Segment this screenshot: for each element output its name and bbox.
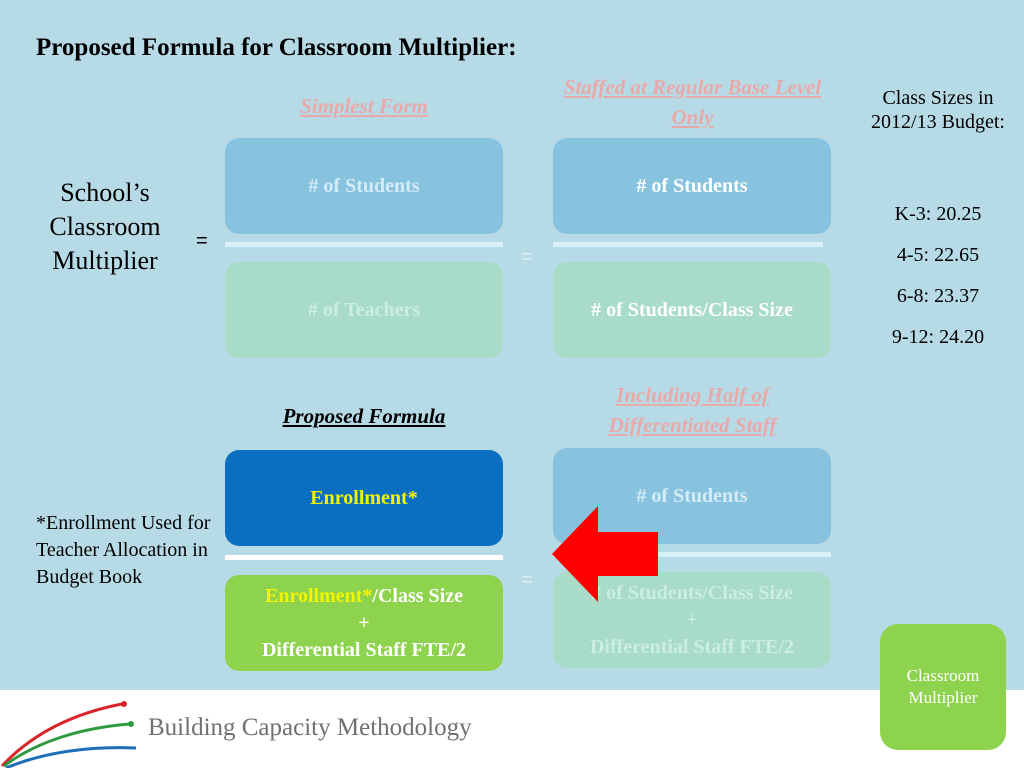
- red-left-arrow-icon: [552, 506, 658, 602]
- staffed-fraction-bar: [553, 242, 823, 247]
- proposed-denominator-class-size: /Class Size: [372, 584, 463, 607]
- slide-title: Proposed Formula for Classroom Multiplie…: [36, 34, 517, 61]
- staffed-numerator-box: # of Students: [553, 138, 831, 234]
- schools-classroom-multiplier-label: School’s Classroom Multiplier: [49, 178, 161, 275]
- including-numerator-text: # of Students: [636, 484, 748, 507]
- class-size-4-5: 4-5: 22.65: [896, 244, 980, 266]
- swoosh-logo-icon: [0, 701, 137, 768]
- simplest-form-heading: Simplest Form: [300, 94, 428, 118]
- proposed-denominator-plus: +: [358, 611, 370, 634]
- staffed-numerator-text: # of Students: [636, 174, 748, 197]
- including-denominator-line1: # of Students/Class Size: [591, 581, 793, 604]
- equals-sign-main: =: [196, 230, 208, 252]
- enrollment-footnote: *Enrollment Used for Teacher Allocation …: [36, 512, 211, 588]
- simplest-fraction-bar: [225, 242, 503, 247]
- equals-sign-including: =: [521, 569, 533, 591]
- including-numerator-box: # of Students: [553, 448, 831, 544]
- staffed-denominator-text: # of Students/Class Size: [591, 298, 793, 321]
- proposed-numerator-text: Enrollment*: [310, 486, 418, 509]
- class-size-9-12: 9-12: 24.20: [891, 326, 985, 348]
- proposed-fraction-bar: [225, 555, 503, 560]
- footer-title: Building Capacity Methodology: [148, 714, 472, 741]
- proposed-denominator-line2: Differential Staff FTE/2: [261, 638, 467, 661]
- simplest-numerator-box: # of Students: [225, 138, 503, 234]
- including-denominator-line2: Differential Staff FTE/2: [589, 635, 795, 658]
- class-size-k-3: K-3: 20.25: [894, 203, 982, 225]
- slide-background: [0, 0, 1024, 690]
- including-denominator-plus: +: [686, 608, 698, 631]
- simplest-denominator-box: # of Teachers: [225, 262, 503, 358]
- proposed-denominator-line1: Enrollment*/Class Size: [265, 583, 463, 610]
- including-denominator-box: # of Students/Class Size + Differential …: [553, 572, 831, 668]
- proposed-formula-heading: Proposed Formula: [282, 404, 446, 428]
- class-size-6-8: 6-8: 23.37: [896, 285, 980, 307]
- proposed-numerator-box: Enrollment*: [225, 450, 503, 546]
- footer-background: [0, 690, 1024, 768]
- staffed-denominator-box: # of Students/Class Size: [553, 262, 831, 358]
- including-fraction-bar: [553, 552, 831, 557]
- simplest-denominator-text: # of Teachers: [307, 298, 421, 321]
- badge-text: Classroom Multiplier: [906, 666, 980, 707]
- class-sizes-title: Class Sizes in 2012/13 Budget:: [871, 87, 1005, 133]
- classroom-multiplier-badge: Classroom Multiplier: [880, 624, 1006, 750]
- staffed-heading: Staffed at Regular Base Level Only: [563, 75, 822, 129]
- equals-sign-staffed: =: [521, 246, 533, 268]
- proposed-denominator-box: Enrollment*/Class Size + Differential St…: [225, 575, 503, 671]
- proposed-denominator-enrollment: Enrollment*: [265, 584, 373, 607]
- including-heading: Including Half of Differentiated Staff: [608, 383, 777, 437]
- simplest-numerator-text: # of Students: [308, 174, 420, 197]
